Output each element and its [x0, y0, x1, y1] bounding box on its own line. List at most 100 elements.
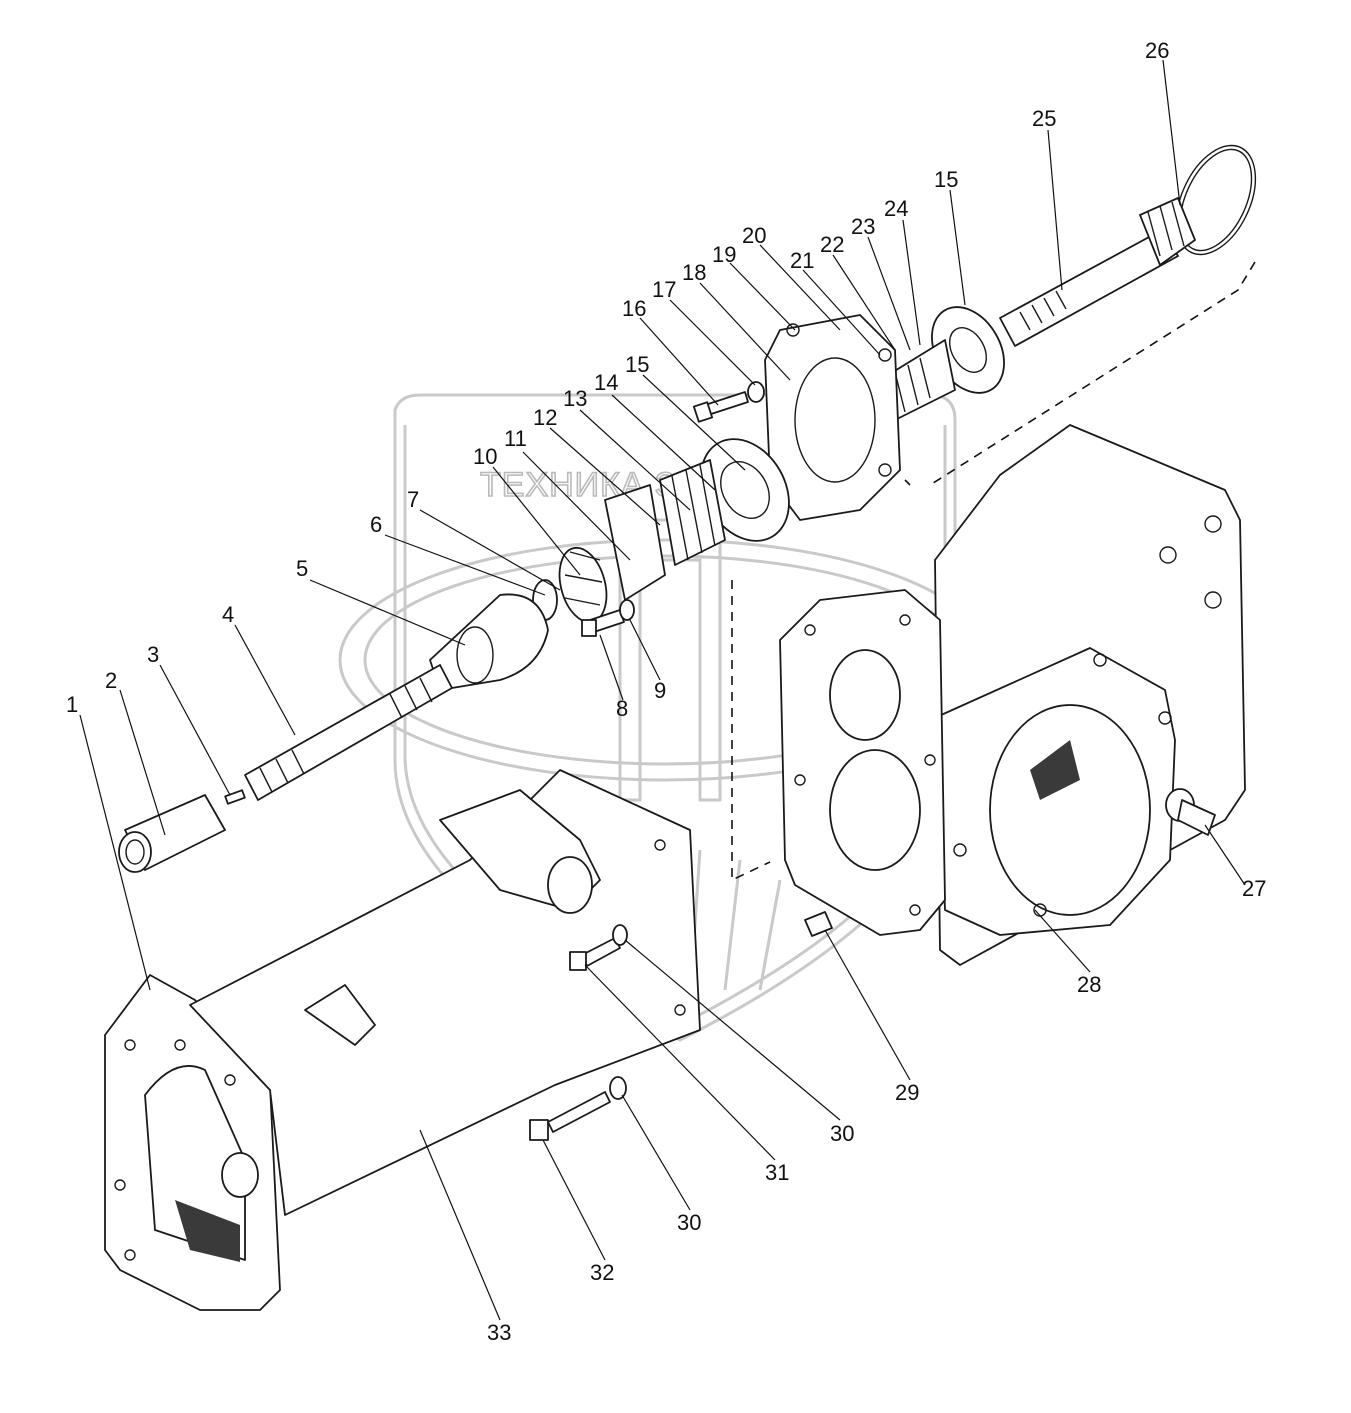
callout-18: 18	[682, 260, 706, 285]
part-33-housing	[104, 769, 701, 1311]
assembly-line-mid	[731, 580, 771, 882]
part-16-bolt	[692, 391, 749, 423]
adapter-hole-3	[924, 754, 936, 766]
housing-33-port	[221, 1152, 259, 1198]
leader-15a	[642, 374, 746, 471]
callout-6: 6	[370, 512, 382, 537]
gear-10-teeth	[564, 551, 603, 606]
callout-29: 29	[895, 1080, 919, 1105]
leader-21	[802, 269, 881, 356]
callout-28: 28	[1077, 972, 1101, 997]
callout-23: 23	[851, 214, 875, 239]
leader-16	[639, 317, 719, 406]
housing-33-hole-3	[224, 1074, 236, 1086]
callout-8: 8	[616, 696, 628, 721]
leader-28	[1034, 909, 1091, 973]
leader-27	[1204, 824, 1246, 886]
dowel-29	[804, 911, 833, 937]
callout-25: 25	[1032, 106, 1056, 131]
bolt-8-head	[581, 619, 597, 637]
callout-15a: 15	[625, 352, 649, 377]
washer-17	[747, 381, 765, 403]
part-19-flange	[764, 314, 901, 521]
part-31-bolt	[569, 937, 621, 971]
housing-5-bore	[456, 626, 494, 684]
leader-30a	[624, 939, 841, 1121]
leader-7	[419, 509, 561, 591]
callout-14: 14	[594, 370, 618, 395]
callout-3: 3	[147, 642, 159, 667]
part-30-washer-lower	[609, 1076, 627, 1100]
bearing-front-inner	[720, 461, 770, 519]
flange-body	[764, 314, 901, 521]
part-2-sleeve	[118, 794, 226, 873]
callout-10: 10	[473, 444, 497, 469]
bolt-31-head	[569, 951, 587, 971]
housing-28-hole-5	[1093, 653, 1107, 667]
bevel-gear-teeth	[1147, 201, 1185, 257]
housing-33-hole-1	[124, 1039, 136, 1051]
leader-15b	[949, 189, 966, 306]
callout-4: 4	[222, 602, 234, 627]
assembly-arrow-top	[904, 479, 911, 486]
flange-hole-2	[878, 348, 892, 362]
callout-19: 19	[712, 242, 736, 267]
washer-30-upper	[612, 924, 628, 946]
leader-3	[159, 664, 231, 796]
bolt-32-head	[529, 1119, 549, 1141]
leader-26	[1162, 59, 1181, 206]
leader-8	[599, 634, 624, 701]
housing-33-shadow	[175, 1200, 240, 1262]
housing-28-hole-1	[1204, 515, 1222, 533]
adapter-lower-bore	[829, 749, 921, 871]
callout-30a: 30	[830, 1121, 854, 1146]
leader-32	[542, 1139, 606, 1261]
housing-28-hole-3	[1204, 591, 1222, 609]
callout-17: 17	[652, 277, 676, 302]
leader-23	[867, 236, 911, 351]
part-28-housing	[929, 424, 1246, 966]
housing-33-hole-7	[674, 1004, 686, 1016]
housing-33-boss-bore	[547, 856, 593, 914]
adapter-hole-2	[899, 614, 911, 626]
seal-housing	[604, 484, 666, 601]
flange-hole-3	[878, 463, 892, 477]
assembly-line-top	[929, 261, 1256, 486]
adapter-upper-bore	[829, 649, 901, 741]
leader-17	[669, 299, 756, 386]
callout-2: 2	[105, 668, 117, 693]
leader-19	[729, 262, 796, 331]
o-ring-inner	[1179, 148, 1253, 252]
callout-12: 12	[533, 405, 557, 430]
leader-5	[309, 579, 466, 646]
callout-labels: 1 2 3 4 5 6 7 8 9 10 11 12 13 14 15 16 1…	[66, 38, 1266, 1345]
callout-1: 1	[66, 692, 78, 717]
part-11-13-rings	[604, 459, 726, 601]
part-30-washer-upper	[612, 924, 628, 946]
shaft-4-splines	[259, 677, 433, 793]
part-26-o-ring	[1175, 144, 1257, 256]
flange-hole-1	[786, 323, 800, 337]
leader-30b	[621, 1094, 691, 1211]
shaft-splines	[1019, 290, 1067, 331]
leader-25	[1047, 129, 1063, 291]
leader-13	[579, 409, 691, 511]
part-25-shaft	[999, 197, 1196, 347]
callout-11: 11	[504, 426, 527, 451]
callout-7: 7	[407, 487, 419, 512]
leader-18	[699, 282, 791, 381]
adapter-hole-5	[909, 904, 921, 916]
callout-33: 33	[487, 1320, 511, 1345]
housing-28-bore	[989, 704, 1151, 916]
bolt-16-head	[692, 401, 714, 423]
leader-22	[832, 254, 896, 351]
part-3-pin	[224, 789, 246, 805]
adapter-hole-1	[804, 624, 816, 636]
housing-33-opening	[144, 1065, 246, 1261]
callout-26: 26	[1145, 38, 1169, 63]
callout-13: 13	[563, 386, 587, 411]
sleeve-2-end	[118, 831, 152, 873]
shaft-body	[999, 229, 1179, 347]
callout-5: 5	[296, 556, 308, 581]
callout-9: 9	[654, 678, 666, 703]
